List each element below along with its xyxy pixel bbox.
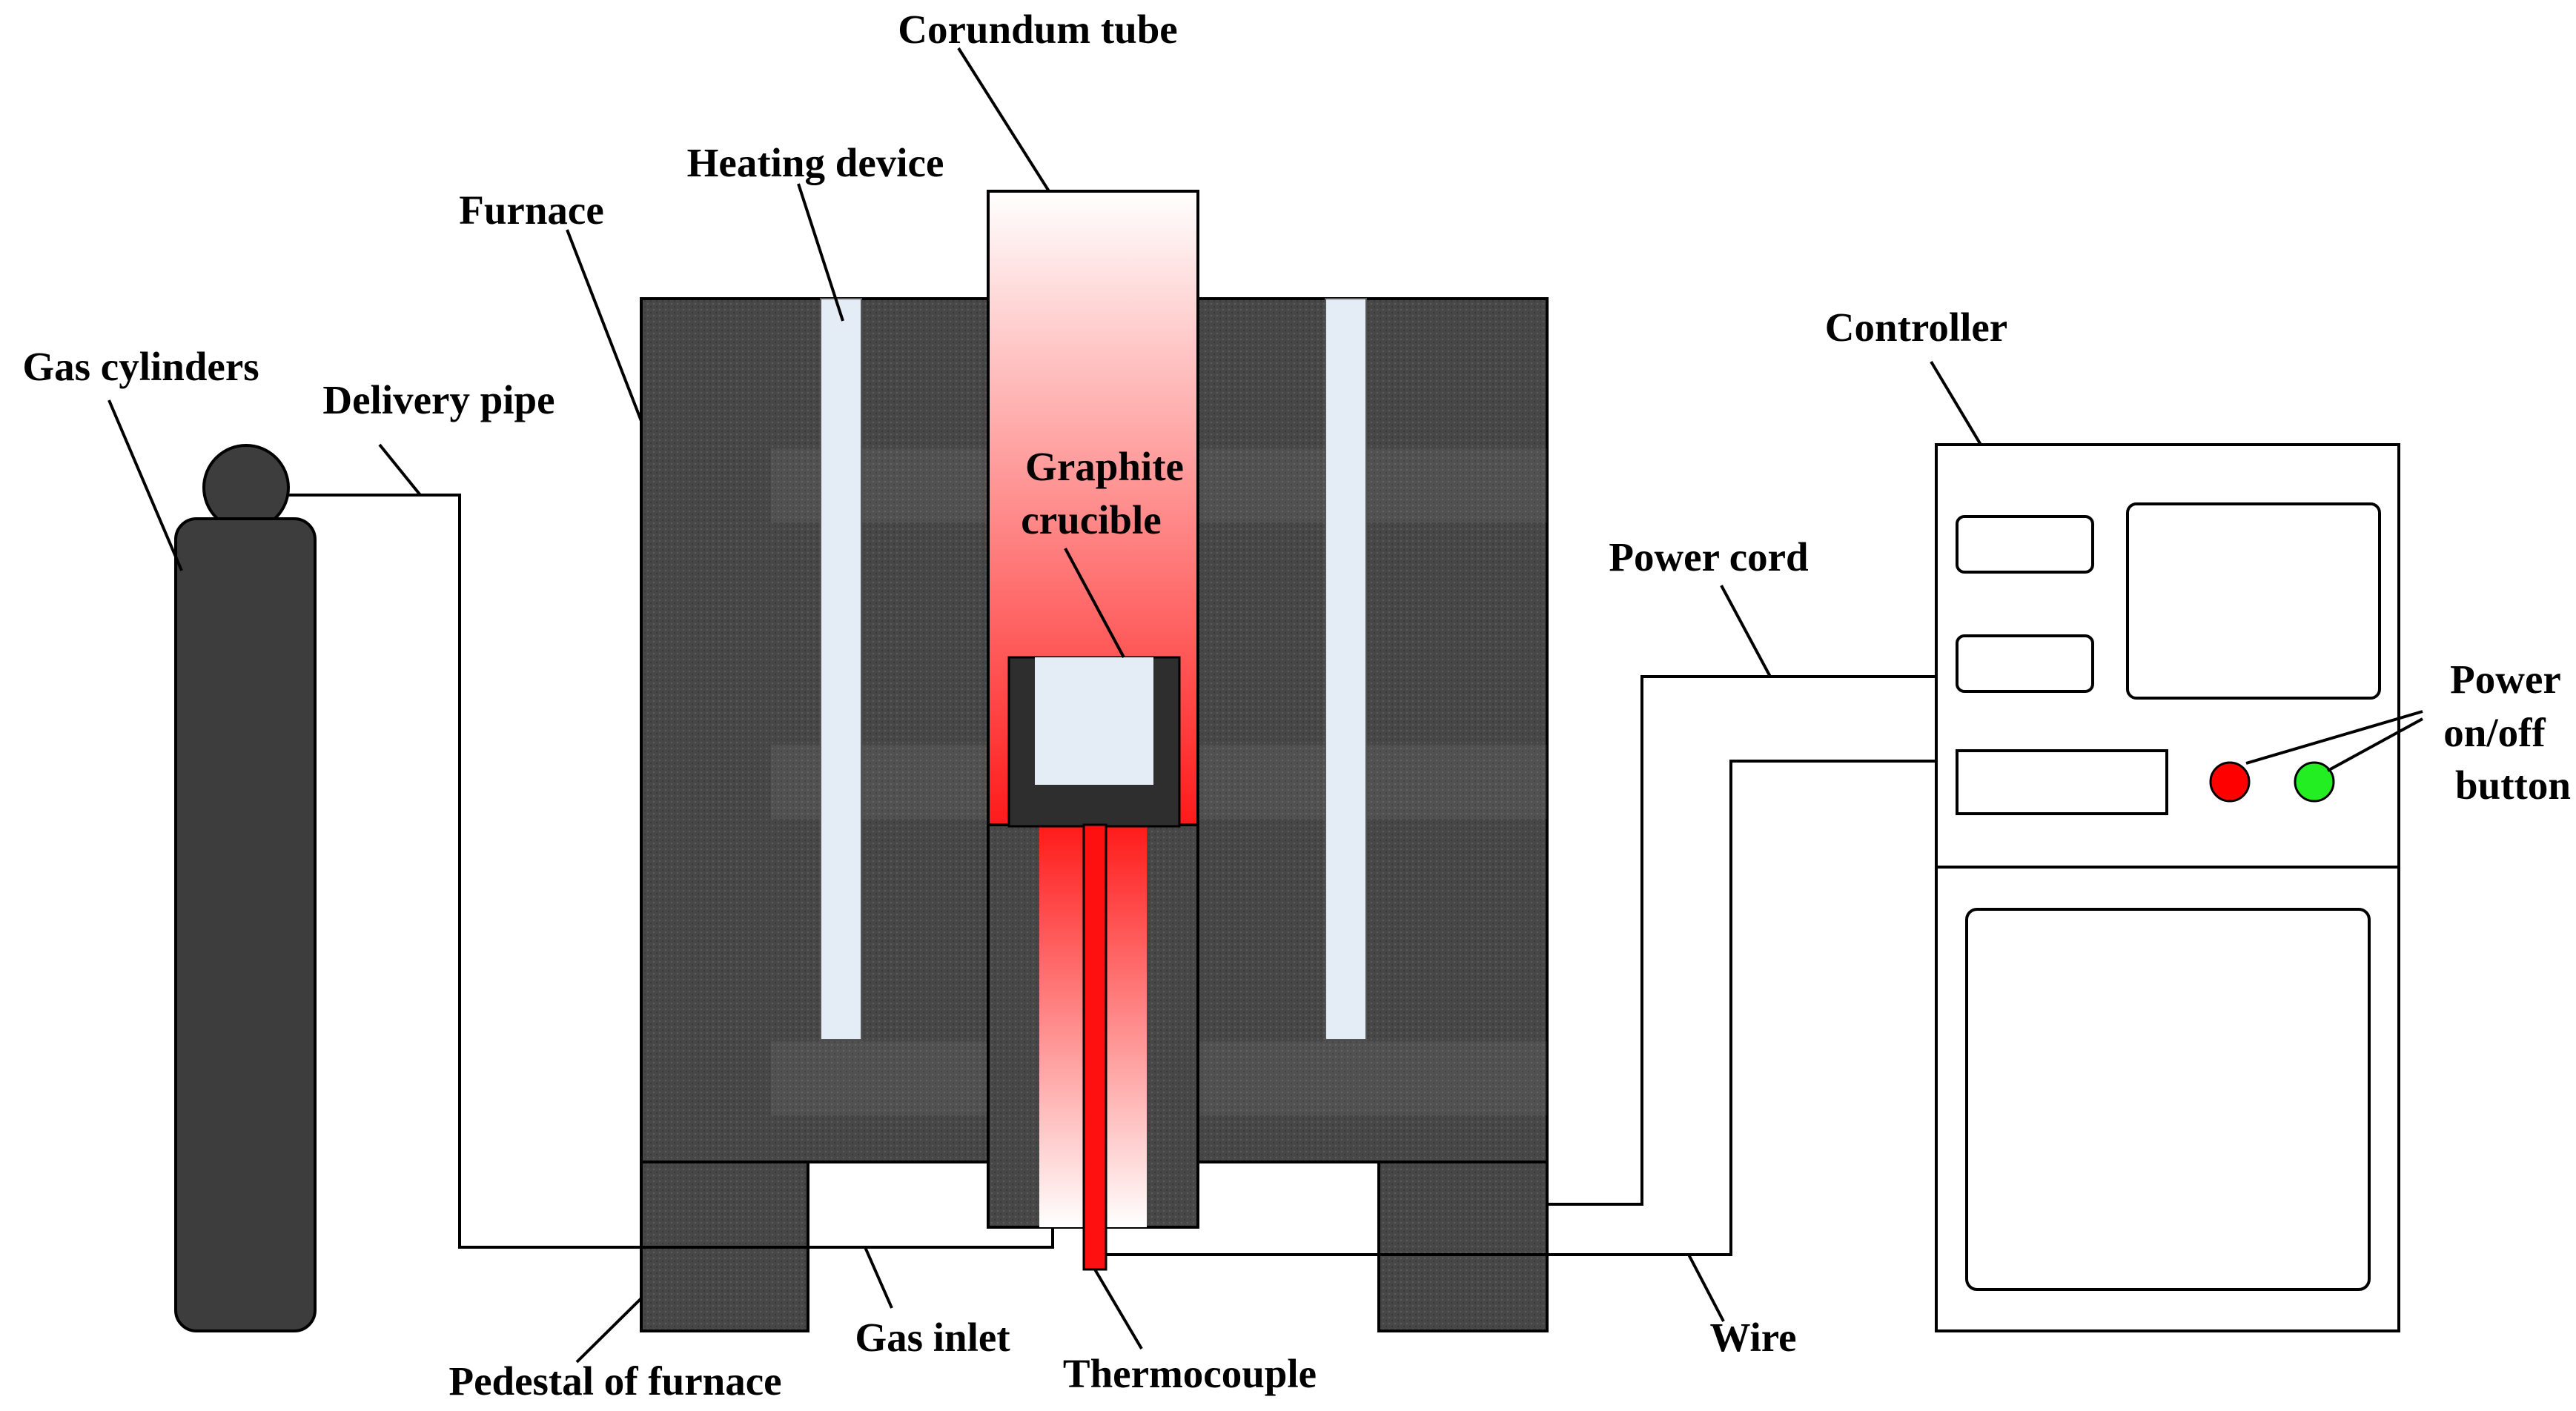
label-delivery-pipe: Delivery pipe bbox=[322, 377, 554, 422]
label-button: button bbox=[2455, 763, 2571, 808]
label-crucible: crucible bbox=[1021, 497, 1161, 542]
label-furnace: Furnace bbox=[459, 187, 604, 233]
label-thermocouple: Thermocouple bbox=[1063, 1351, 1317, 1396]
controller-panel bbox=[1956, 749, 2168, 815]
heating-element-right bbox=[1325, 298, 1367, 1040]
controller-display-1 bbox=[1956, 515, 2094, 574]
label-on-off: on/off bbox=[2443, 710, 2546, 755]
crucible-inner bbox=[1035, 657, 1153, 785]
wire bbox=[1106, 760, 1936, 1256]
power-off-button[interactable] bbox=[2209, 761, 2251, 803]
label-wire: Wire bbox=[1709, 1315, 1796, 1360]
label-power: Power bbox=[2450, 657, 2561, 702]
leader-lines bbox=[107, 47, 2423, 1364]
controller-screen bbox=[2126, 502, 2381, 700]
power-cord bbox=[1547, 675, 1936, 1206]
label-gas-cylinders: Gas cylinders bbox=[22, 344, 259, 389]
heating-element-left bbox=[820, 298, 862, 1040]
label-controller: Controller bbox=[1825, 305, 2007, 350]
delivery-pipe bbox=[288, 494, 1054, 1249]
power-on-button[interactable] bbox=[2294, 761, 2335, 803]
gas-cylinder bbox=[174, 517, 317, 1332]
label-pedestal-of-furnace: Pedestal of furnace bbox=[448, 1358, 781, 1404]
controller-door bbox=[1965, 908, 2371, 1291]
cylinder-valve bbox=[202, 444, 290, 531]
label-heating-device: Heating device bbox=[687, 140, 944, 185]
pedestal-right bbox=[1377, 1161, 1549, 1332]
label-gas-inlet: Gas inlet bbox=[855, 1315, 1010, 1360]
label-corundum-tube: Corundum tube bbox=[898, 7, 1177, 52]
thermocouple-rod bbox=[1082, 823, 1107, 1271]
label-graphite: Graphite bbox=[1025, 444, 1184, 489]
label-power-cord: Power cord bbox=[1609, 534, 1808, 580]
controller-display-2 bbox=[1956, 634, 2094, 693]
